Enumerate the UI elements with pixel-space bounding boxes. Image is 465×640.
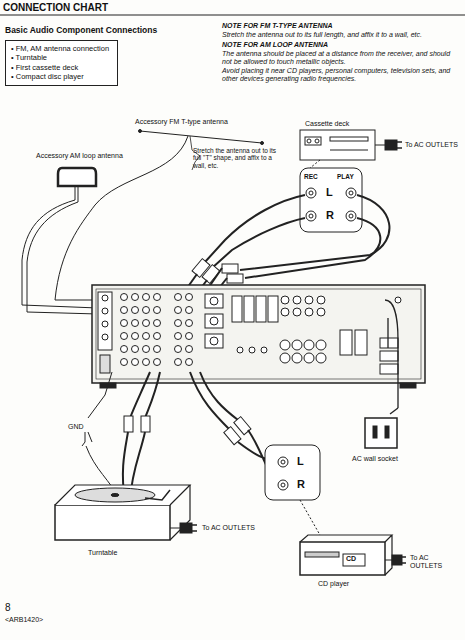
jack-label: PLAY: [337, 173, 354, 180]
node-text: • Compact disc player: [11, 72, 112, 81]
node-text: Accessory FM T-type antenna: [135, 118, 228, 127]
channel-label: L: [326, 186, 333, 199]
channel-label: R: [297, 478, 305, 491]
page-heading: CONNECTION CHART: [3, 2, 108, 14]
node-text: • Turntable: [11, 53, 112, 62]
node-text: CD player: [318, 580, 349, 589]
ac-outlet-label: To AC OUTLETS: [202, 524, 255, 532]
node-text: • First cassette deck: [11, 63, 112, 72]
channel-label: R: [326, 209, 334, 222]
antenna-note: Stretch the antenna out to its full "T" …: [193, 147, 285, 169]
am-loop-antenna: Accessory AM loop antenna: [36, 152, 123, 161]
wall-socket: AC wall socket: [352, 455, 398, 464]
note-heading: NOTE FOR AM LOOP ANTENNA: [222, 41, 328, 49]
node-text: Accessory AM loop antenna: [36, 152, 123, 161]
page-number: 8: [5, 602, 11, 614]
jack-label: REC: [304, 173, 318, 180]
cassette-deck: Cassette deck: [305, 120, 349, 129]
display-label: CD: [346, 555, 356, 563]
document-code: <ARB1420>: [5, 616, 43, 624]
ac-outlet-label: To AC OUTLETS: [410, 554, 462, 570]
node-text: Turntable: [88, 549, 117, 558]
node-text: Cassette deck: [305, 120, 349, 129]
turntable: Turntable: [88, 549, 117, 558]
section-heading: Basic Audio Component Connections: [5, 26, 157, 36]
note-text: The antenna should be placed at a distan…: [222, 50, 460, 66]
channel-label: L: [297, 455, 304, 468]
note-text: Avoid placing it near CD players, person…: [222, 67, 460, 83]
note-heading: NOTE FOR FM T-TYPE ANTENNA: [222, 22, 333, 30]
note-text: Stretch the antenna out to its full leng…: [222, 31, 460, 39]
cd-player: CD player: [318, 580, 349, 589]
fm-antenna: Accessory FM T-type antenna: [135, 118, 228, 127]
node-text: • FM, AM antenna connection: [11, 44, 112, 53]
feature-list-box: • FM, AM antenna connection• Turntable• …: [5, 40, 118, 86]
ground-label: GND: [68, 423, 84, 431]
node-text: AC wall socket: [352, 455, 398, 464]
ac-outlet-label: To AC OUTLETS: [405, 141, 458, 149]
